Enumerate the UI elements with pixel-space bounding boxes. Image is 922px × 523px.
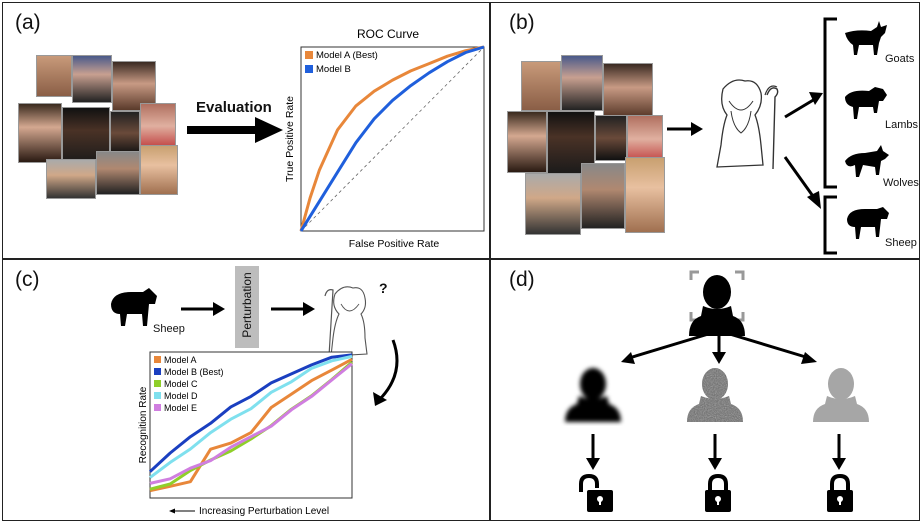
face-photo — [36, 55, 72, 97]
perturbation-chart: Model A Model B (Best) Model C Model D Model… — [138, 351, 353, 517]
perturbation-xlabel: Increasing Perturbation Level — [199, 506, 329, 517]
wolf-icon — [845, 145, 889, 177]
legend-swatch-model-a — [305, 51, 313, 59]
face-photo — [525, 173, 581, 235]
sheep-icon — [847, 207, 889, 239]
face-collage-a — [18, 55, 178, 199]
arrow-to-perturbation — [181, 302, 225, 316]
roc-series-model-b — [299, 45, 485, 232]
xlabel-arrow-head — [169, 508, 175, 514]
face-photo — [595, 115, 627, 161]
question-mark: ? — [379, 280, 388, 296]
sheep-icon-c — [111, 288, 157, 326]
face-photo — [603, 63, 653, 117]
legend-swatch-model-c — [154, 380, 161, 387]
group-bracket-bottom — [823, 195, 837, 255]
panel-b-label: (b) — [509, 11, 535, 34]
legend-label-model-d: Model D — [164, 391, 198, 401]
face-scan-silhouette-icon — [689, 270, 745, 336]
roc-series-model-a-best — [299, 45, 485, 232]
roc-title: ROC Curve — [357, 27, 419, 41]
perturbation-series-model-b-best — [148, 353, 353, 473]
roc-ylabel: True Positive Rate — [284, 96, 296, 182]
gray-silhouette-icon — [813, 368, 869, 422]
legend-swatch-model-b — [305, 65, 313, 73]
legend-swatch-model-e — [154, 404, 161, 411]
locked-padlock-icon — [705, 474, 731, 512]
perturbation-label: Perturbation — [240, 272, 254, 338]
curved-arrow-to-chart — [373, 339, 399, 406]
legend-label-model-b: Model B — [316, 64, 351, 75]
legend-label-model-c: Model C — [164, 379, 198, 389]
legend-swatch-model-b-best — [154, 368, 161, 375]
face-collage-b — [507, 55, 665, 235]
face-photo — [112, 61, 156, 111]
lambs-label: Lambs — [885, 119, 919, 131]
legend-label-model-a: Model A — [164, 355, 197, 365]
panel-b: (b) Goats — [490, 2, 920, 259]
face-photo — [18, 103, 62, 163]
roc-xlabel: False Positive Rate — [349, 238, 440, 250]
noisy-silhouette-icon — [687, 368, 743, 422]
face-photo — [581, 163, 625, 229]
arrow-down-2 — [708, 434, 722, 470]
legend-swatch-model-a — [154, 356, 161, 363]
locked-padlock-icon — [827, 474, 853, 512]
wolves-label: Wolves — [883, 177, 919, 189]
shepherd-icon-c — [324, 286, 368, 357]
arrows-to-groups — [783, 92, 823, 209]
perturbation-series-model-e — [149, 362, 353, 485]
face-photo — [72, 55, 112, 103]
face-photo — [507, 111, 547, 173]
legend-label-model-b-best: Model B (Best) — [164, 367, 224, 377]
perturbation-series-model-a — [149, 357, 353, 493]
face-photo — [46, 159, 96, 199]
sheep-label-c: Sheep — [153, 323, 185, 335]
roc-diagonal — [300, 46, 485, 232]
blurred-silhouette-icon — [565, 368, 621, 422]
arrow-down-1 — [586, 434, 600, 470]
perturbation-ylabel: Recognition Rate — [138, 386, 149, 463]
shepherd-icon — [716, 79, 779, 170]
panel-c-label: (c) — [15, 268, 40, 291]
perturbation-series-model-d — [149, 354, 353, 479]
face-photo — [521, 61, 561, 111]
unlocked-padlock-icon — [579, 474, 613, 512]
lamb-icon — [845, 87, 887, 119]
face-photo — [110, 111, 140, 155]
panel-a-label: (a) — [15, 11, 41, 34]
face-photo — [140, 103, 176, 149]
panel-d-label: (d) — [509, 268, 535, 291]
face-photo — [62, 107, 110, 165]
arrow-to-shepherd — [667, 122, 703, 136]
legend-label-model-a: Model A (Best) — [316, 50, 378, 61]
evaluation-label: Evaluation — [196, 99, 272, 116]
arrow-to-shepherd-c — [271, 302, 315, 316]
perturbation-box: Perturbation — [235, 266, 259, 348]
roc-chart: ROC Curve Model A (Best) Model B False P… — [284, 27, 485, 250]
face-photo — [561, 55, 603, 111]
goat-icon — [845, 21, 887, 55]
goats-label: Goats — [885, 53, 915, 65]
sheep-label-b: Sheep — [885, 237, 917, 249]
panel-c: (c) Sheep Perturbation ? Model A Model B … — [2, 259, 490, 521]
legend-label-model-e: Model E — [164, 403, 197, 413]
panel-d: (d) — [490, 259, 920, 521]
evaluation-arrow — [187, 117, 283, 143]
face-photo — [625, 157, 665, 233]
arrow-down-3 — [832, 434, 846, 470]
panel-a: (a) Evaluation ROC Curve Model A (Best) … — [2, 2, 490, 259]
face-photo — [140, 145, 178, 195]
group-bracket-top — [823, 17, 837, 189]
arrows-to-variants — [621, 330, 817, 364]
face-photo — [627, 115, 663, 163]
face-photo — [96, 151, 140, 195]
legend-swatch-model-d — [154, 392, 161, 399]
